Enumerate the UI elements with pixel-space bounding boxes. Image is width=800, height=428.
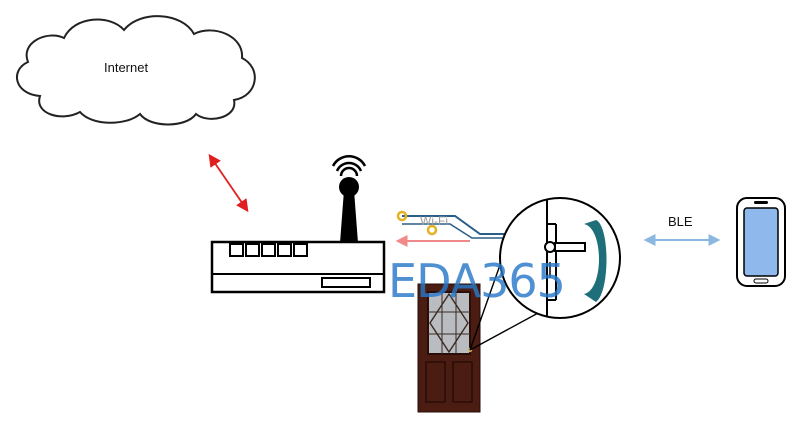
watermark: EDA365: [388, 254, 566, 308]
door-lock-icon: [499, 197, 621, 319]
cloud-icon: [16, 15, 256, 126]
router-icon: [210, 155, 386, 294]
ble-label: BLE: [668, 214, 693, 229]
internet-label: Internet: [104, 60, 149, 75]
internet-router-link-arrow: [208, 153, 249, 213]
smartphone-icon: [736, 197, 786, 287]
wifi-label: Wi-Fi: [420, 214, 448, 228]
door-icon: [417, 283, 481, 413]
